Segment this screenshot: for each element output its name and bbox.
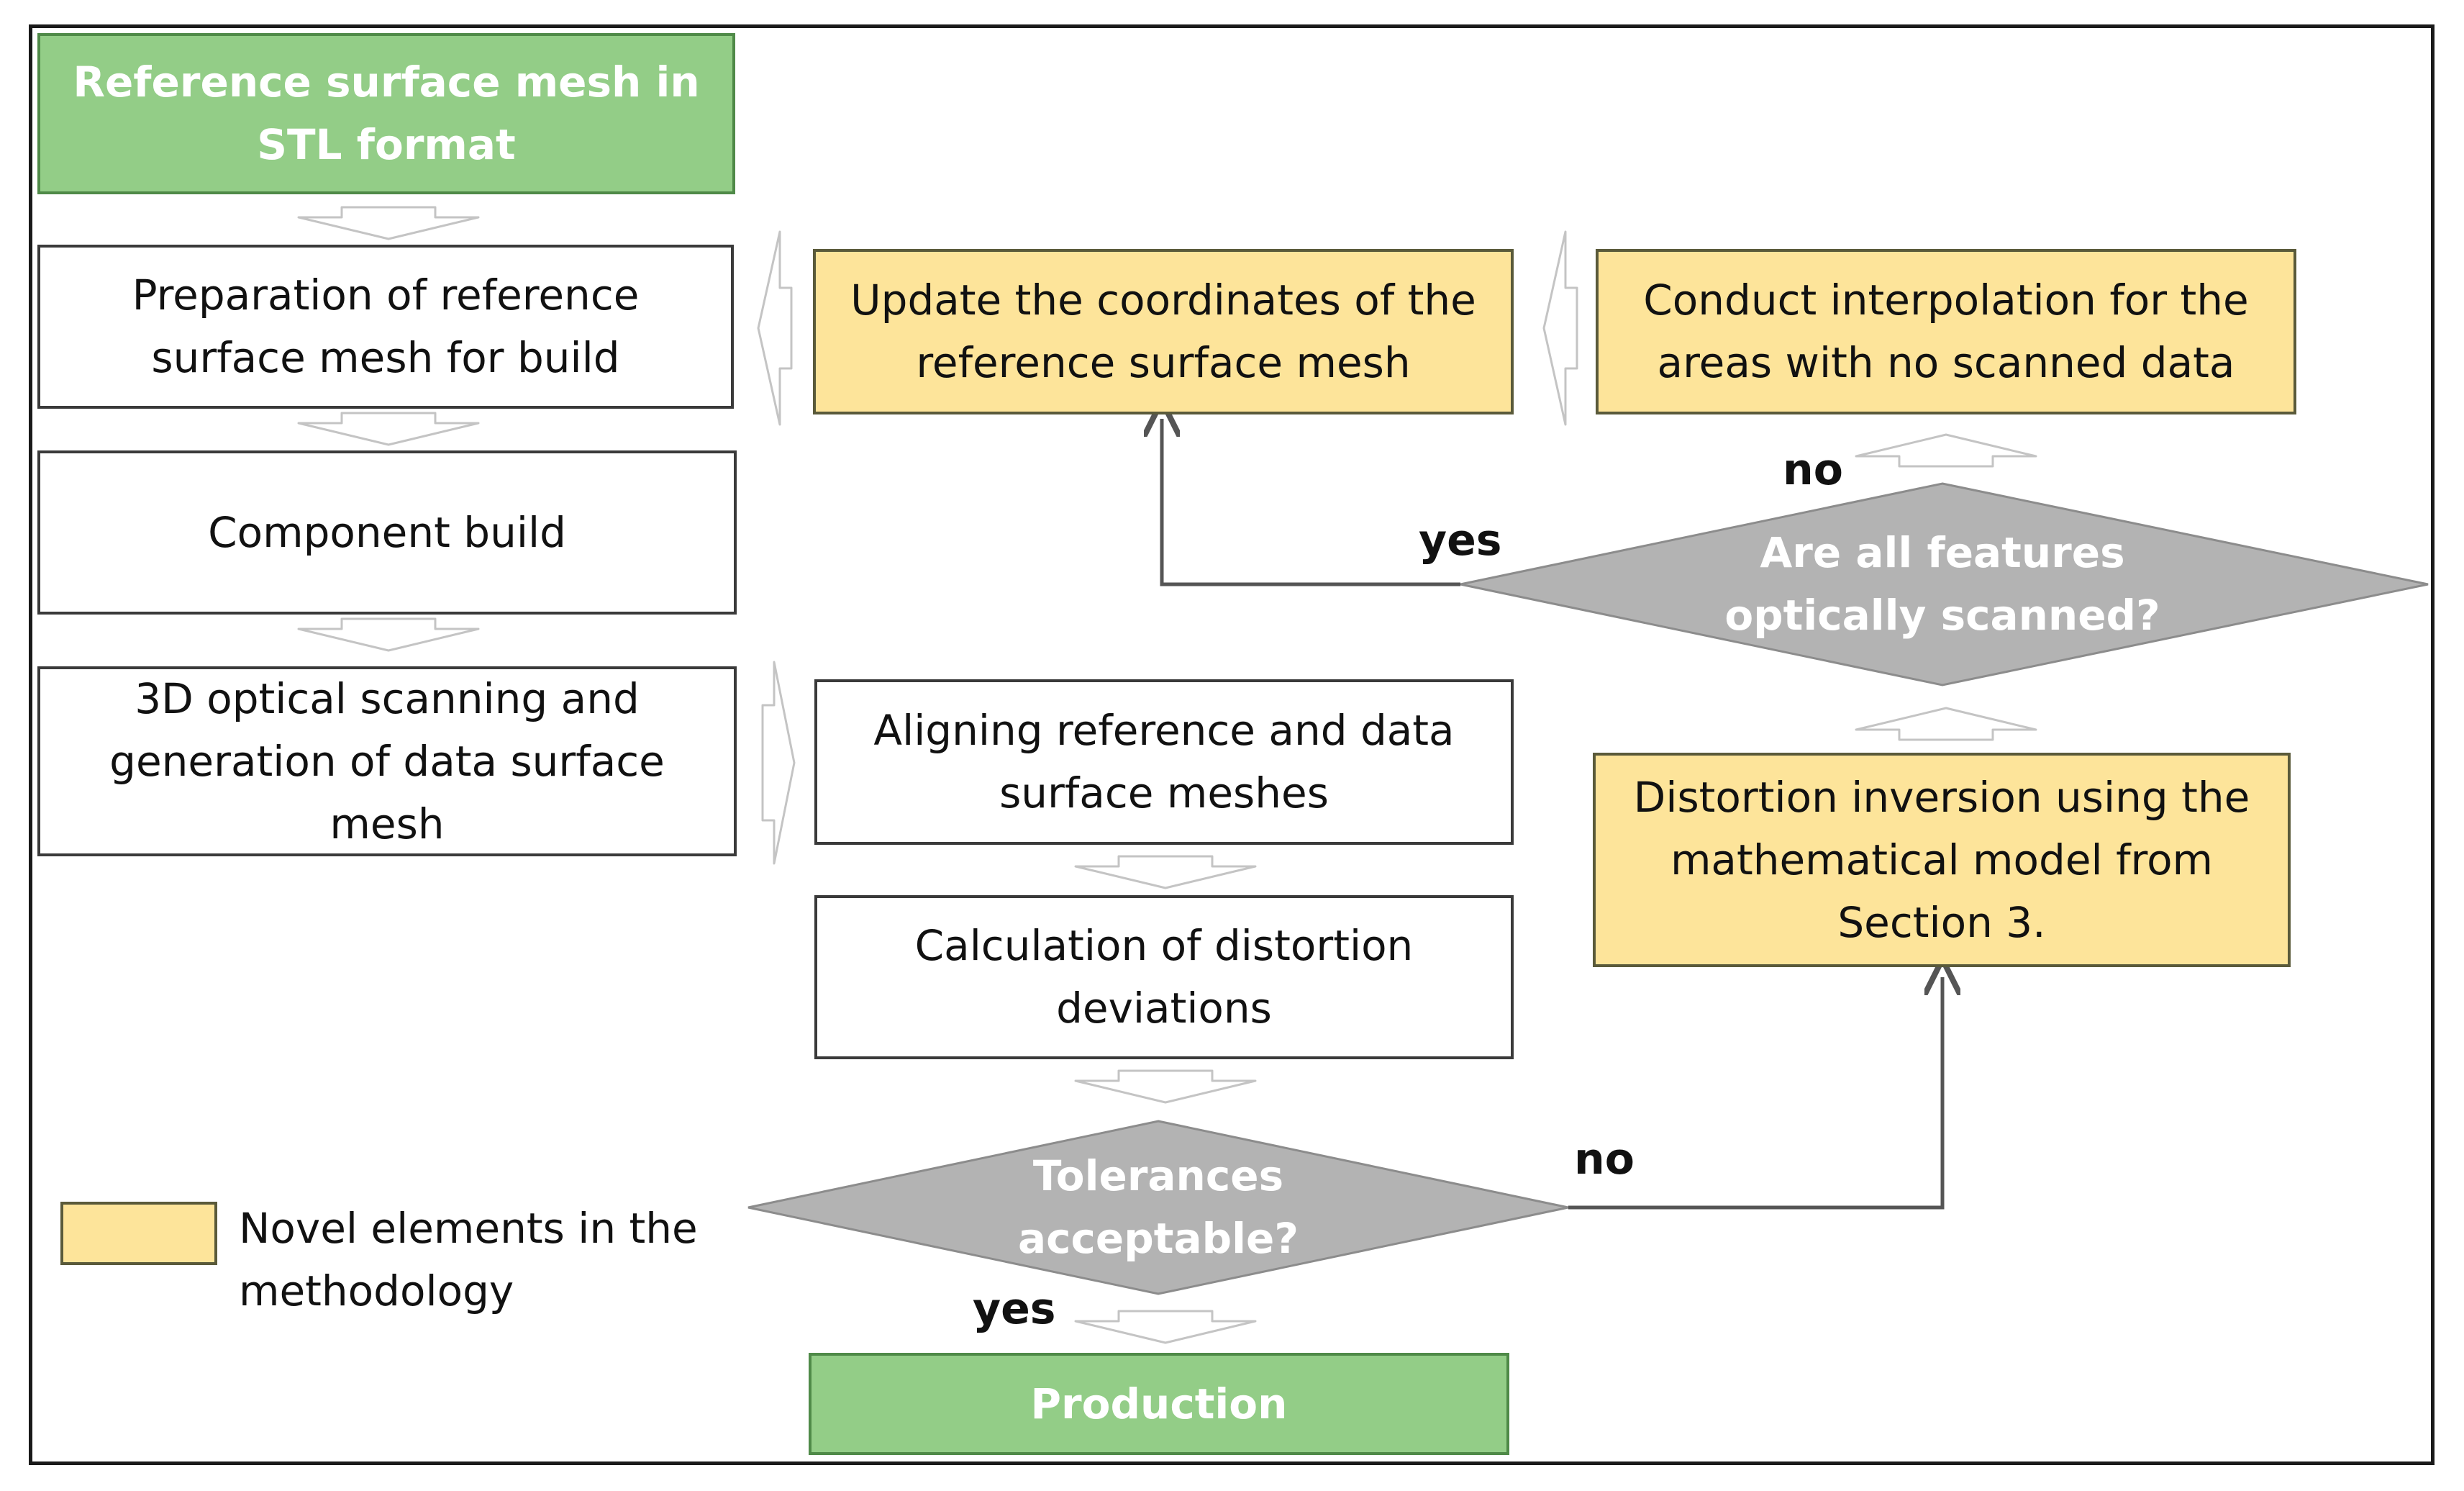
connector-features-yes <box>1162 419 1460 586</box>
block-arrow-down <box>1074 1310 1257 1344</box>
block-arrow-down <box>297 206 480 240</box>
node-calculation: Calculation of distortion deviations <box>814 895 1514 1059</box>
block-arrow-up <box>1855 707 2037 741</box>
node-distortion-inversion: Distortion inversion using the mathemati… <box>1593 753 2291 967</box>
block-arrow-down <box>1074 1069 1257 1104</box>
node-prepare-mesh: Preparation of reference surface mesh fo… <box>37 245 734 409</box>
node-aligning: Aligning reference and data surface mesh… <box>814 679 1514 845</box>
node-interpolation: Conduct interpolation for the areas with… <box>1596 249 2296 414</box>
block-arrow-down <box>1074 855 1257 889</box>
block-arrow-down <box>297 412 480 446</box>
block-arrow-right <box>761 661 796 865</box>
decision-diamond-features <box>1460 482 2429 686</box>
node-component-build: Component build <box>37 450 737 615</box>
edge-label-features-yes: yes <box>1419 515 1502 566</box>
legend-swatch <box>60 1202 217 1265</box>
decision-features-label: Are all features optically scanned? <box>1724 528 2160 640</box>
block-arrow-left <box>1542 230 1578 426</box>
diagram-frame <box>29 24 2435 1465</box>
decision-tolerances-label: Tolerances acceptable? <box>1018 1151 1299 1263</box>
edge-label-tolerances-yes: yes <box>973 1284 1056 1334</box>
node-production: Production <box>809 1353 1509 1455</box>
node-reference-mesh: Reference surface mesh in STL format <box>37 33 735 194</box>
node-optical-scanning: 3D optical scanning and generation of da… <box>37 666 737 856</box>
block-arrow-up <box>1855 433 2037 468</box>
legend-label: Novel elements in the methodology <box>239 1204 698 1315</box>
connector-tolerances-no <box>1568 977 1942 1210</box>
edge-label-tolerances-no: no <box>1574 1134 1635 1184</box>
block-arrow-down <box>297 617 480 652</box>
node-update-coordinates: Update the coordinates of the reference … <box>813 249 1514 414</box>
edge-label-features-no: no <box>1783 445 1843 495</box>
decision-diamond-tolerances <box>747 1120 1569 1295</box>
block-arrow-left <box>757 230 793 426</box>
